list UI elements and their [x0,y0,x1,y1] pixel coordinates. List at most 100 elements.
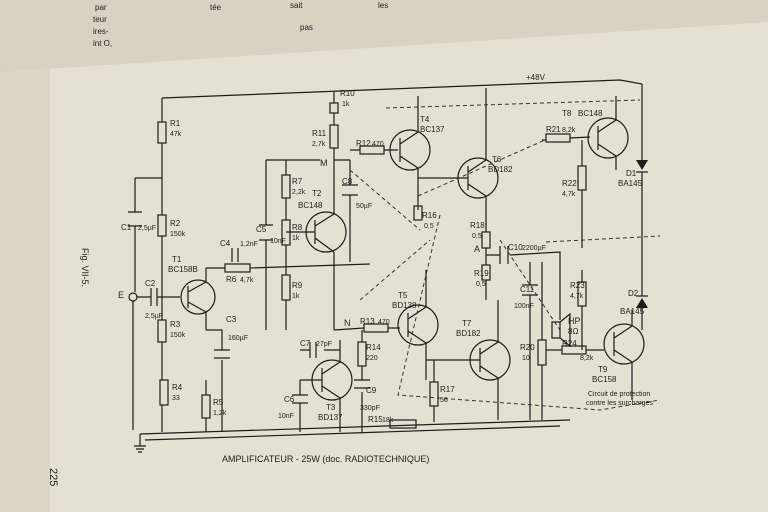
type-T7: BD182 [456,329,481,338]
value-R11: 2,7k [312,141,326,148]
node-N: N [344,318,351,328]
type-T2: BC148 [298,201,323,210]
label-R10: R10 [340,89,355,98]
value-C10: 2200µF [522,245,546,252]
value-R13: 470 [378,319,390,326]
value-R14: 220 [366,355,378,362]
label-C3: C3 [226,315,237,324]
label-C10: C10 [508,243,523,252]
resistor-R17 [429,381,439,407]
protection-boundary [349,99,661,411]
label-R11: R11 [312,129,327,138]
capacitor-C7 [309,342,317,358]
speaker-value: 8Ω [568,327,578,336]
transistor-T5 [397,304,439,346]
value-R23: 4,7k [570,293,584,300]
value-C8: 50µF [356,203,372,210]
resistor-R9 [281,274,291,301]
capacitor-C4 [231,248,239,262]
value-R12: 470 [372,141,384,148]
r6-wire [206,263,371,269]
c10-wire [486,251,561,320]
label-C6: C6 [284,395,295,404]
capacitor-C10 [499,246,509,264]
label-R8: R8 [292,223,303,232]
resistor-R20 [537,339,547,366]
value-R7: 2,2k [292,189,306,196]
label-R14: R14 [366,343,381,352]
label-T8: T8 [562,109,572,118]
value-R9: 1k [292,293,300,300]
value-C4: 1,2nF [240,241,258,248]
c3-wire [206,329,223,432]
c1-wire [134,177,162,292]
label-T7: T7 [462,319,472,328]
value-R22: 4,7k [562,191,576,198]
ground-icon [134,434,146,453]
value-R15: 18k [382,417,394,424]
capacitor-C8 [342,184,358,196]
stage3-wires [333,92,351,262]
value-R2: 150k [170,231,186,238]
label-R4: R4 [172,383,183,392]
label-T2: T2 [312,189,322,198]
speaker-label: HP [568,316,581,326]
value-R6: 4,7k [240,277,254,284]
label-T4: T4 [420,115,430,124]
value-R19: 0,5 [476,281,486,288]
value-C1: 2,5µF [138,225,156,232]
type-T3: BD137 [318,413,343,422]
value-R16: 0,5 [424,223,434,230]
label-R17: R17 [440,385,455,394]
label-R5: R5 [213,398,224,407]
value-R4: 33 [172,395,180,402]
capacitor-C3 [214,349,230,359]
t4-leads [399,96,419,210]
resistor-R24 [561,345,587,355]
label-C9: C9 [366,386,377,395]
figure-label: Fig. VII-5. [80,248,90,287]
label-C5: C5 [256,225,267,234]
input-label: E [118,290,124,300]
resistor-R7 [281,174,291,199]
label-C8: C8 [342,177,353,186]
t6-leads [418,88,487,225]
page-number: 225 [47,468,59,486]
label-R18: R18 [470,221,485,230]
label-R24: R24 [562,339,577,348]
label-D1: D1 [626,169,637,178]
type-T6: BD182 [488,165,513,174]
resistor-R23 [577,281,587,307]
margin-text-line: par [95,3,107,12]
r21-wire [542,136,591,141]
label-R20: R20 [520,343,535,352]
resistor-R11 [329,124,339,149]
type-T5: BD138 [392,301,417,310]
resistor-R18 [481,231,491,249]
c11-r20-wires [529,262,543,420]
label-T9: T9 [598,365,608,374]
value-C7: 27pF [316,341,332,348]
type-T8: BC148 [578,109,603,118]
supply-label: +48V [526,73,546,82]
resistor-R1 [157,121,167,144]
t2-leads [286,160,335,330]
capacitor-C1 [128,211,142,227]
previous-page-margin-text: par teur ires- int O, tée sait pas les [93,1,388,48]
type-T1: BC158B [168,265,198,274]
margin-text-line: teur [93,15,107,24]
transistor-T1 [180,279,216,315]
value-C11: 100nF [514,303,534,310]
label-C4: C4 [220,239,231,248]
label-R1: R1 [170,119,181,128]
resistor-R15 [389,419,417,429]
label-R6: R6 [226,275,237,284]
schematic: +48V R1 47k R2 150k R3 150k R4 33 C1 2,5… [118,73,661,453]
transistor-T9 [603,323,645,365]
diode-D1 [636,160,648,170]
protection-note-line: contre les surcharges [586,400,653,407]
transistor-T4 [389,129,431,171]
label-R23: R23 [570,281,585,290]
value-C5: 10nF [270,238,286,245]
t7-leads [426,300,499,420]
